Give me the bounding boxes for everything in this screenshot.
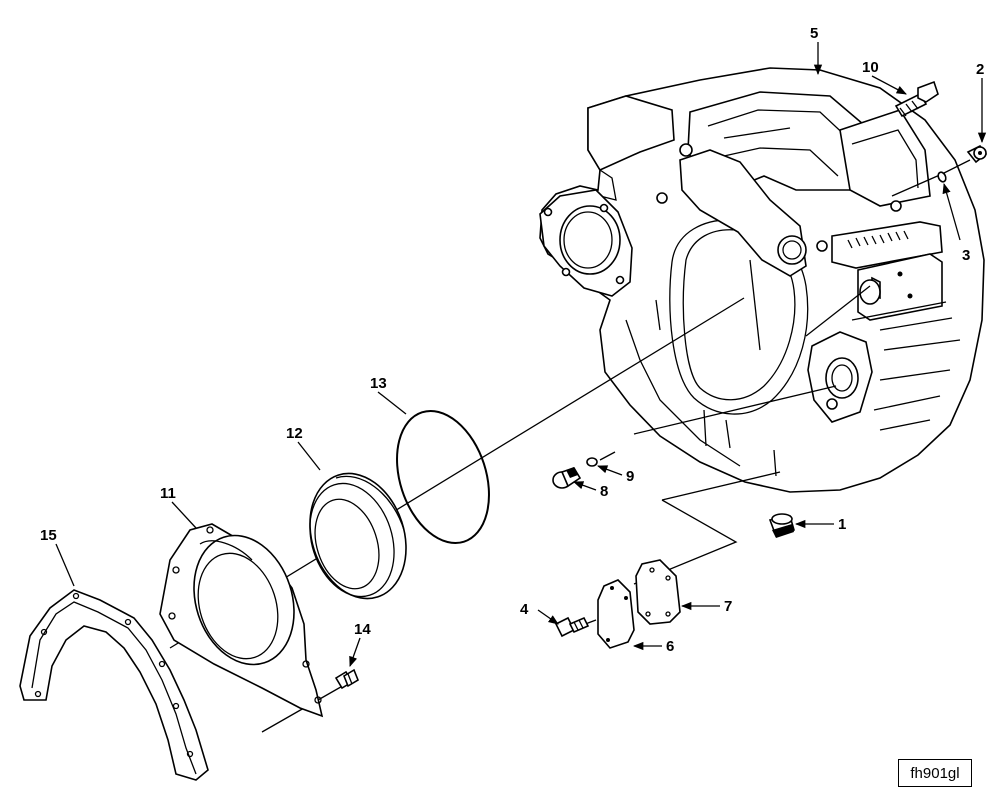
callout-10: 10 — [862, 59, 879, 76]
callout-15: 15 — [40, 527, 57, 544]
o-ring-part-9 — [586, 457, 598, 467]
callout-11: 11 — [160, 485, 176, 502]
capscrew-part-14 — [334, 668, 359, 690]
callout-13: 13 — [370, 375, 387, 392]
callout-12: 12 — [286, 425, 303, 442]
callout-5: 5 — [810, 25, 818, 42]
callout-3: 3 — [962, 247, 970, 264]
callout-7: 7 — [724, 598, 732, 615]
drain-plug-part-1 — [768, 513, 795, 538]
capscrew-part-4 — [554, 616, 590, 638]
callout-9: 9 — [626, 468, 634, 485]
callout-2: 2 — [976, 61, 984, 78]
gasket-part-7 — [635, 559, 681, 625]
capscrew-part-10 — [894, 80, 939, 118]
o-ring-part-13 — [396, 409, 490, 545]
gasket-part-15 — [19, 589, 209, 781]
plug-part-2 — [966, 144, 988, 164]
cover-plate-part-6 — [597, 579, 635, 649]
o-ring-part-3 — [937, 171, 947, 183]
callout-1: 1 — [838, 516, 846, 533]
seal-housing-part-11 — [159, 523, 324, 718]
callout-labels: 5 10 2 3 1 4 6 7 8 9 13 12 11 14 15 — [40, 25, 984, 655]
plug-part-8 — [552, 467, 582, 489]
callout-leaders — [55, 42, 987, 667]
callout-14: 14 — [354, 621, 371, 638]
flywheel-housing — [539, 67, 985, 493]
figure-id-label: fh901gl — [898, 759, 972, 787]
callout-4: 4 — [520, 601, 529, 618]
rear-seal-part-12 — [309, 472, 407, 600]
callout-8: 8 — [600, 483, 608, 500]
callout-6: 6 — [666, 638, 674, 655]
